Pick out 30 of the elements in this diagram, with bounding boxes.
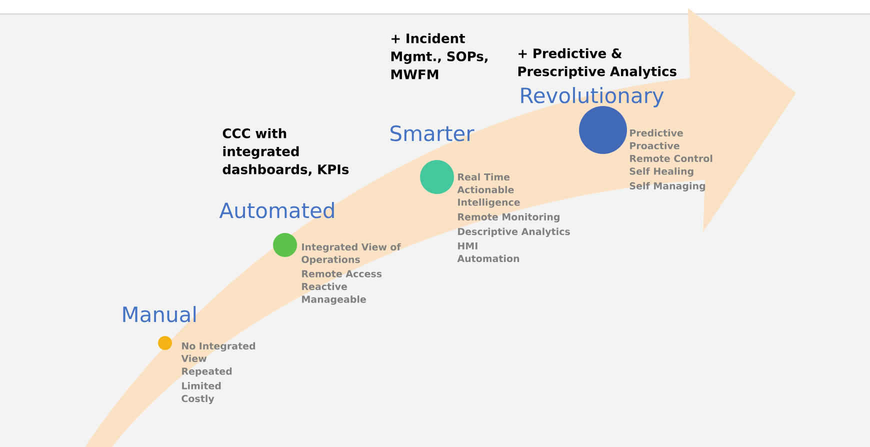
feature-label: Remote Access xyxy=(302,270,382,278)
feature-label: Real Time xyxy=(458,173,510,181)
stage-dot xyxy=(273,233,297,257)
feature-label: Remote Monitoring xyxy=(458,213,560,222)
stage-dot xyxy=(420,160,454,194)
stage-title: Manual xyxy=(123,306,196,322)
heading-label: + Incident Mgmt., SOPs, MWFM xyxy=(391,33,488,80)
feature-label: Costly xyxy=(182,394,214,404)
feature-label: Repeated xyxy=(182,367,232,377)
feature-label: Manageable xyxy=(302,296,366,305)
feature-label: Descriptive Analytics xyxy=(458,228,570,238)
feature-label: Proactive xyxy=(630,142,680,150)
feature-label: Reactive xyxy=(302,282,347,290)
feature-label: Actionable Intelligence xyxy=(457,186,520,208)
feature-label: Automation xyxy=(457,254,520,262)
stage-title: Smarter xyxy=(390,125,474,142)
feature-label: No Integrated View xyxy=(181,342,256,362)
stage-dot xyxy=(579,106,627,154)
feature-label: Predictive xyxy=(630,129,683,137)
heading-label: CCC with integrated dashboards, KPIs xyxy=(222,128,349,176)
feature-label: Self Managing xyxy=(630,182,706,192)
feature-label: HMI xyxy=(458,242,478,250)
feature-label: Self Healing xyxy=(630,167,694,177)
feature-label: Remote Control xyxy=(630,154,712,162)
stage-dot xyxy=(158,336,172,350)
heading-label: + Predictive & Prescriptive Analytics xyxy=(518,48,676,79)
feature-label: Integrated View of Operations xyxy=(302,243,401,265)
feature-label: Limited xyxy=(182,382,221,390)
stage-title: Revolutionary xyxy=(521,87,664,108)
stage-title: Automated xyxy=(219,202,334,218)
